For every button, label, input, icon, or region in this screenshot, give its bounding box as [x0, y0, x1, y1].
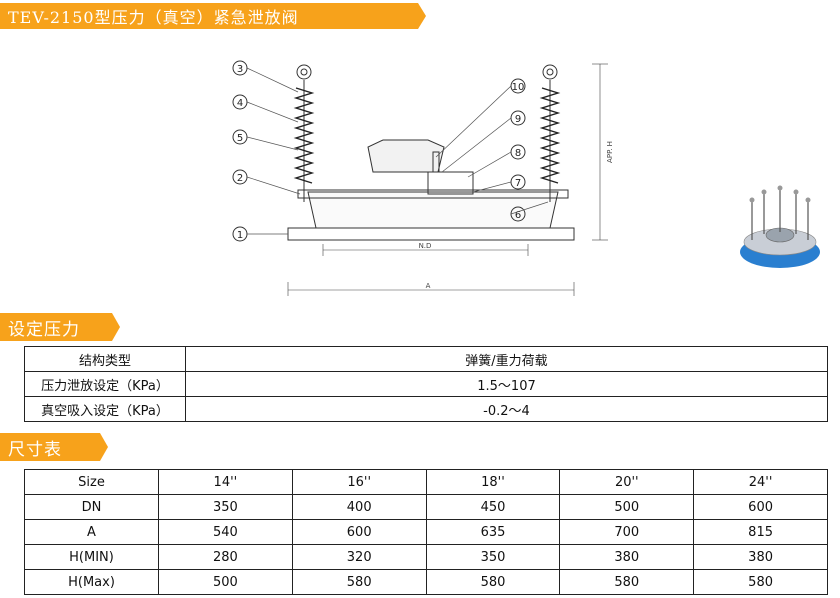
- table-cell: 700: [559, 519, 695, 545]
- table-cell: 635: [425, 519, 561, 545]
- table-cell: 580: [291, 569, 427, 595]
- table-cell: 280: [158, 544, 293, 570]
- page-title-text: TEV-2150型压力（真空）紧急泄放阀: [8, 8, 299, 27]
- pallet-stem: [427, 171, 474, 195]
- dim-nd: N.D: [419, 242, 432, 250]
- table-cell: 815: [693, 519, 828, 545]
- right-lifting-eye: [542, 64, 558, 80]
- body-plate: [297, 189, 569, 199]
- table-cell: 580: [693, 569, 828, 595]
- dim-h: APP. H: [606, 141, 614, 163]
- table-cell: 600: [291, 519, 427, 545]
- valve-technical-drawing: 3 4 5 2 1 10 9 8 7 6 N.D A APP. H: [232, 60, 614, 296]
- table-cell: 350: [158, 494, 293, 520]
- table-header-cell: Size: [24, 469, 159, 495]
- table-cell: 500: [158, 569, 293, 595]
- table-header-cell: 18'': [425, 469, 561, 495]
- table-row: DN 350 400 450 500 600: [24, 494, 828, 520]
- callout-6: 6: [515, 210, 521, 221]
- table-cell: 580: [559, 569, 695, 595]
- page-title: TEV-2150型压力（真空）紧急泄放阀: [0, 3, 426, 29]
- left-spring: [293, 87, 315, 184]
- table-cell: 结构类型: [24, 346, 186, 372]
- table-header-row: Size 14'' 16'' 18'' 20'' 24'': [24, 469, 828, 495]
- table-row: 真空吸入设定（KPa） -0.2～4: [24, 396, 828, 422]
- table-cell: H(MIN): [24, 544, 159, 570]
- table-row: 结构类型 弹簧/重力荷载: [24, 346, 828, 372]
- callout-8: 8: [515, 148, 521, 159]
- table-cell: 380: [559, 544, 695, 570]
- table-cell: 真空吸入设定（KPa）: [24, 396, 186, 422]
- table-cell: 380: [693, 544, 828, 570]
- table-row: A 540 600 635 700 815: [24, 519, 828, 545]
- table-cell: 1.5～107: [185, 371, 828, 397]
- table-row: H(Max) 500 580 580 580 580: [24, 569, 828, 595]
- callout-3: 3: [237, 64, 243, 75]
- callout-10: 10: [512, 82, 525, 93]
- callout-9: 9: [515, 114, 521, 125]
- callout-2: 2: [237, 173, 243, 184]
- table-cell: -0.2～4: [185, 396, 828, 422]
- table-header-cell: 16'': [291, 469, 427, 495]
- table-row: 压力泄放设定（KPa） 1.5～107: [24, 371, 828, 397]
- table-row: H(MIN) 280 320 350 380 380: [24, 544, 828, 570]
- table-cell: 压力泄放设定（KPa）: [24, 371, 186, 397]
- table-cell: 500: [559, 494, 695, 520]
- guide: [432, 151, 440, 173]
- callout-5: 5: [237, 133, 243, 144]
- table-cell: 540: [158, 519, 293, 545]
- table-cell: H(Max): [24, 569, 159, 595]
- table-cell: 400: [291, 494, 427, 520]
- table-cell: A: [24, 519, 159, 545]
- table-header-cell: 14'': [158, 469, 293, 495]
- table-cell: 320: [291, 544, 427, 570]
- dimensions-table: Size 14'' 16'' 18'' 20'' 24'' DN 350 400…: [24, 469, 828, 595]
- right-spring: [539, 87, 561, 184]
- callout-7: 7: [515, 178, 521, 189]
- base-flange: [287, 227, 575, 241]
- table-cell: 450: [425, 494, 561, 520]
- table-header-cell: 20'': [559, 469, 695, 495]
- table-cell: 580: [425, 569, 561, 595]
- callout-1: 1: [237, 230, 243, 241]
- product-photo: [732, 185, 828, 283]
- table-cell: 弹簧/重力荷载: [185, 346, 828, 372]
- table-cell: 350: [425, 544, 561, 570]
- settings-table: 结构类型 弹簧/重力荷载 压力泄放设定（KPa） 1.5～107 真空吸入设定（…: [24, 346, 828, 422]
- table-cell: 600: [693, 494, 828, 520]
- dim-a: A: [426, 282, 431, 290]
- section-title-dimensions: 尺寸表: [0, 433, 108, 461]
- section-title-settings: 设定压力: [0, 313, 120, 341]
- valve-body: [307, 191, 559, 229]
- callout-4: 4: [237, 98, 243, 109]
- table-cell: DN: [24, 494, 159, 520]
- left-lifting-eye: [296, 64, 312, 80]
- table-header-cell: 24'': [693, 469, 828, 495]
